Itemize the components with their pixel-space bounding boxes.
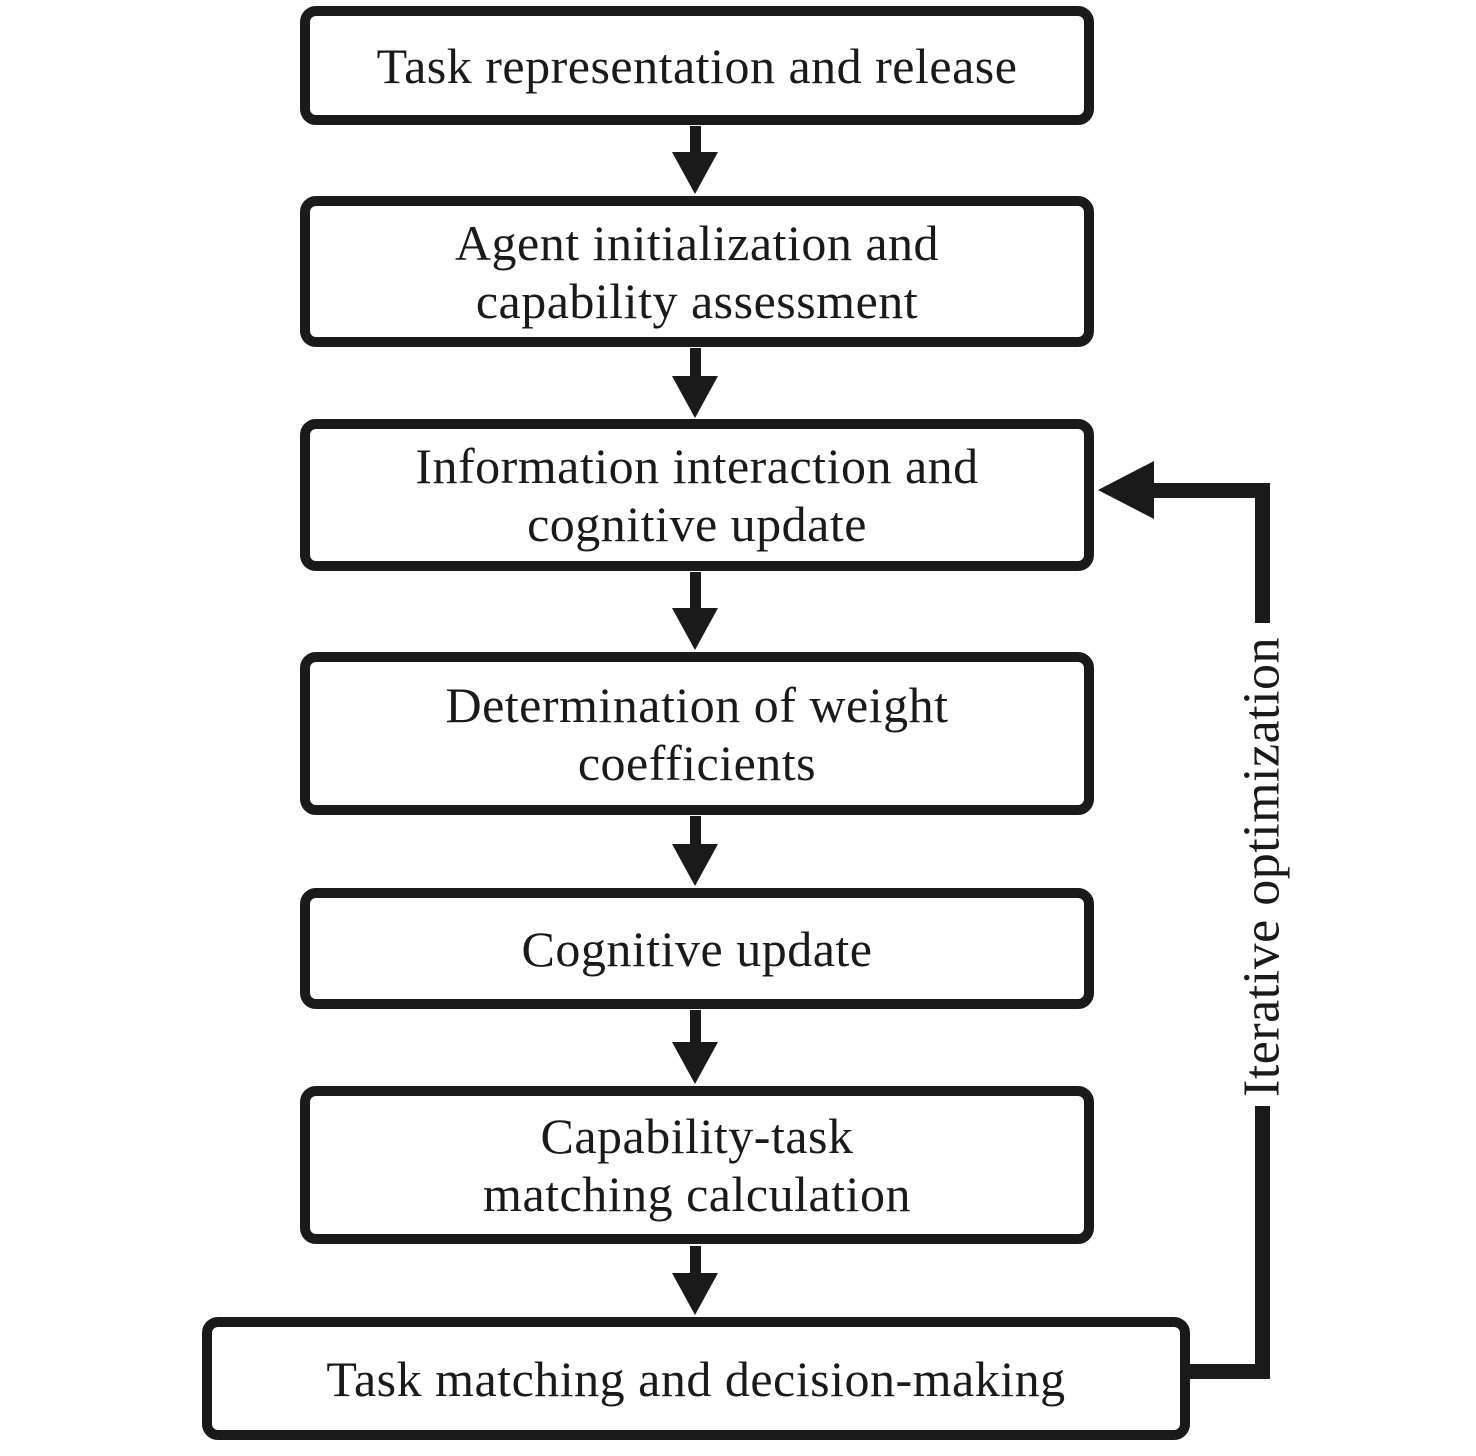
down-arrow-icon <box>672 348 718 418</box>
arrow-head <box>672 608 718 650</box>
arrow-stem <box>689 572 701 608</box>
step-box-weight-coefficients: Determination of weight coefficients <box>300 652 1094 815</box>
arrow-stem <box>689 816 701 844</box>
step-box-task-representation: Task representation and release <box>300 6 1094 125</box>
down-arrow-icon <box>672 1010 718 1084</box>
step-box-cognitive-update: Cognitive update <box>300 888 1094 1009</box>
down-arrow-icon <box>672 572 718 650</box>
arrow-head <box>672 152 718 194</box>
step-box-capability-task-matching: Capability-task matching calculation <box>300 1086 1094 1244</box>
step-box-task-matching-decision: Task matching and decision-making <box>202 1317 1190 1440</box>
down-arrow-icon <box>672 126 718 194</box>
feedback-line-vertical-lower <box>1255 1102 1270 1379</box>
arrow-head <box>672 1042 718 1084</box>
arrow-head <box>672 844 718 886</box>
feedback-label: Iterative optimization <box>1228 628 1296 1106</box>
step-box-agent-initialization: Agent initialization and capability asse… <box>300 196 1094 347</box>
step-box-information-interaction: Information interaction and cognitive up… <box>300 419 1094 571</box>
feedback-line-bottom <box>1190 1364 1270 1379</box>
feedback-line-vertical-upper <box>1255 483 1270 623</box>
feedback-line-top <box>1146 483 1270 498</box>
arrow-head <box>672 376 718 418</box>
left-arrow-head-icon <box>1098 461 1154 519</box>
down-arrow-icon <box>672 816 718 886</box>
arrow-stem <box>689 348 701 376</box>
arrow-stem <box>689 126 701 152</box>
arrow-stem <box>689 1010 701 1042</box>
arrow-head <box>672 1273 718 1315</box>
arrow-stem <box>689 1246 701 1273</box>
down-arrow-icon <box>672 1246 718 1315</box>
